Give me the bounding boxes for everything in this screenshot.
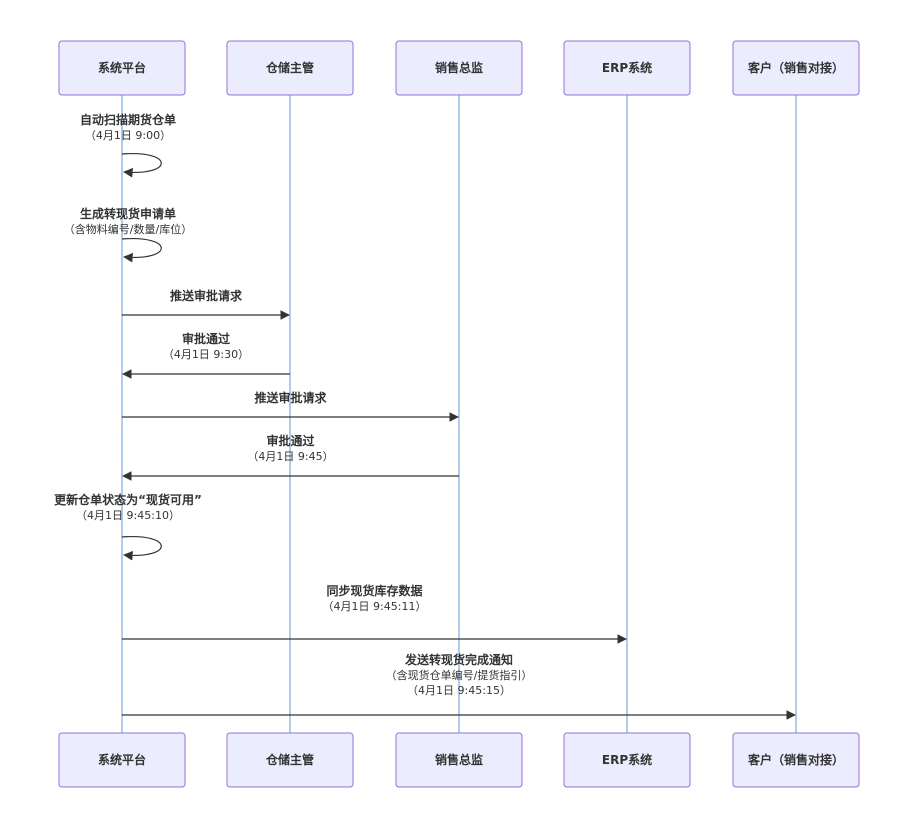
message-label: 自动扫描期货仓单 bbox=[80, 112, 176, 127]
actor-label: 系统平台 bbox=[98, 60, 146, 75]
self-message-arrow bbox=[121, 152, 162, 178]
actor-box bbox=[226, 40, 354, 96]
actor-label: 仓储主管 bbox=[265, 752, 314, 767]
actor-box bbox=[732, 732, 860, 788]
actor-top-customer: 客户（销售对接） bbox=[732, 40, 860, 96]
actor-box bbox=[732, 40, 860, 96]
actor-bottom-warehouse: 仓储主管 bbox=[226, 732, 354, 788]
actor-top-sales: 销售总监 bbox=[395, 40, 523, 96]
actor-label: ERP系统 bbox=[602, 60, 652, 75]
message-4: 审批通过 （4月1日 9:30） bbox=[122, 331, 290, 379]
actor-bottom-customer: 客户（销售对接） bbox=[732, 732, 860, 788]
message-sublabel: （4月1日 9:45:15） bbox=[407, 684, 511, 697]
message-7: 更新仓单状态为“现货可用” （4月1日 9:45:10） bbox=[54, 492, 202, 561]
actor-box bbox=[58, 40, 186, 96]
message-9: 发送转现货完成通知（含现货仓单编号/提货指引） （4月1日 9:45:15） bbox=[122, 652, 796, 720]
message-label: 推送审批请求 bbox=[170, 288, 243, 303]
actor-top-warehouse: 仓储主管 bbox=[226, 40, 354, 96]
actor-bottom-platform: 系统平台 bbox=[58, 732, 186, 788]
message-label: 同步现货库存数据 bbox=[326, 583, 422, 598]
message-6: 审批通过 （4月1日 9:45） bbox=[122, 433, 459, 481]
actor-label: 销售总监 bbox=[435, 752, 483, 767]
actor-label: 客户（销售对接） bbox=[747, 60, 844, 75]
actor-top-erp: ERP系统 bbox=[563, 40, 691, 96]
message-8: 同步现货库存数据 （4月1日 9:45:11） bbox=[122, 583, 627, 644]
actor-box bbox=[395, 40, 523, 96]
message-sublabel: （4月1日 9:45:10） bbox=[76, 509, 180, 522]
message-sublabel: （含物料编号/数量/库位） bbox=[64, 222, 192, 236]
message-sublabel: （4月1日 9:30） bbox=[163, 348, 249, 361]
actor-label: 销售总监 bbox=[435, 60, 483, 75]
actor-bottom-sales: 销售总监 bbox=[395, 732, 523, 788]
message-sublabel: （4月1日 9:00） bbox=[85, 129, 171, 142]
actor-top-platform: 系统平台 bbox=[58, 40, 186, 96]
actor-label: 客户（销售对接） bbox=[747, 752, 844, 767]
message-sublabel: （4月1日 9:45:11） bbox=[323, 600, 427, 613]
message-5: 推送审批请求 bbox=[122, 390, 459, 422]
actor-box bbox=[563, 40, 691, 96]
actor-label: 系统平台 bbox=[98, 752, 146, 767]
actor-box bbox=[563, 732, 691, 788]
actor-label: 仓储主管 bbox=[265, 60, 314, 75]
message-1: 自动扫描期货仓单 （4月1日 9:00） bbox=[80, 112, 176, 178]
message-sublabel: （4月1日 9:45） bbox=[247, 450, 333, 463]
self-message-arrow bbox=[121, 535, 162, 561]
message-label: 审批通过 bbox=[182, 331, 230, 346]
actor-box bbox=[395, 732, 523, 788]
message-sublabel: （含现货仓单编号/提货指引） bbox=[386, 668, 533, 682]
actor-box bbox=[58, 732, 186, 788]
message-label: 审批通过 bbox=[266, 433, 314, 448]
message-2: 生成转现货申请单（含物料编号/数量/库位） bbox=[64, 206, 192, 263]
message-label: 发送转现货完成通知 bbox=[404, 652, 513, 667]
message-3: 推送审批请求 bbox=[122, 288, 290, 320]
message-label: 生成转现货申请单 bbox=[80, 206, 176, 221]
actor-label: ERP系统 bbox=[602, 752, 652, 767]
actor-bottom-erp: ERP系统 bbox=[563, 732, 691, 788]
actor-box bbox=[226, 732, 354, 788]
self-message-arrow bbox=[121, 237, 162, 263]
message-label: 推送审批请求 bbox=[254, 390, 327, 405]
message-label: 更新仓单状态为“现货可用” bbox=[54, 492, 202, 507]
